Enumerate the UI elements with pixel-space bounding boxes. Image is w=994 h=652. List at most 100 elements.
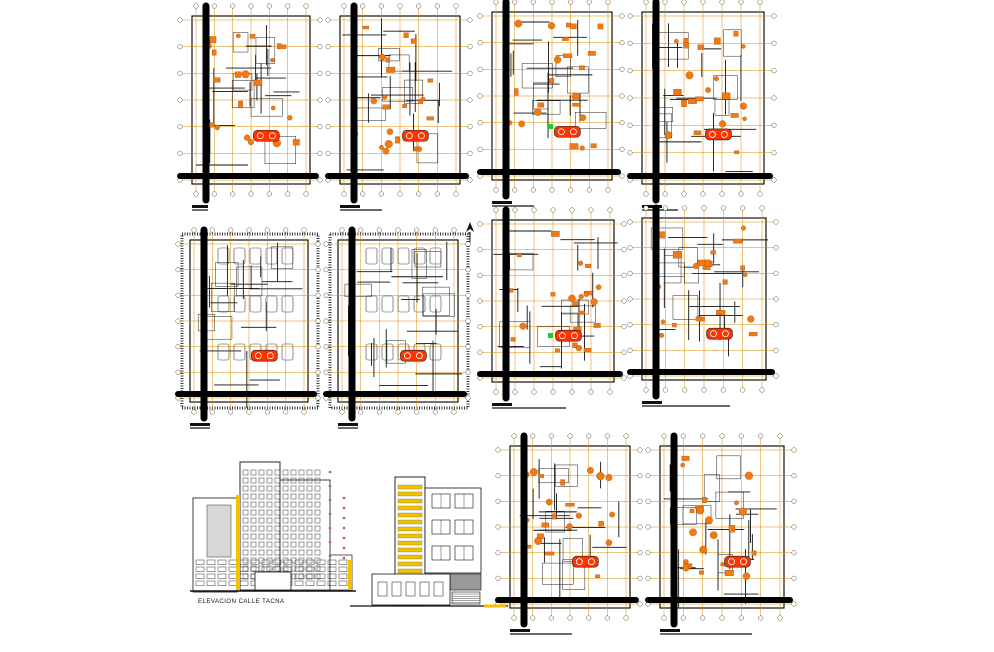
floor-plan-1 <box>177 2 323 211</box>
room-outline <box>669 507 697 525</box>
grid-bubble-icon <box>777 433 783 439</box>
furniture-symbol-icon <box>379 53 386 61</box>
furniture-symbol-icon <box>595 284 602 290</box>
grid-bubble-icon <box>303 3 309 9</box>
window <box>217 580 227 586</box>
room-outline <box>382 87 413 102</box>
furniture-symbol-icon <box>605 474 613 481</box>
grid-bubble-icon <box>451 227 457 233</box>
furniture-symbol-icon <box>249 34 256 39</box>
window <box>397 554 423 560</box>
window <box>195 566 205 572</box>
grid-bubble-icon <box>358 227 364 233</box>
window <box>290 501 297 508</box>
grid-bubble-icon <box>661 615 667 621</box>
room-outline <box>542 562 574 585</box>
grid-bubble-icon <box>719 433 725 439</box>
grid-bubble-icon <box>315 292 321 298</box>
grid-bubble-icon <box>627 296 633 302</box>
furniture-symbol-icon <box>672 322 677 328</box>
grid-bubble-icon <box>191 227 197 233</box>
grid-bubble-icon <box>621 375 627 381</box>
room-outline <box>533 82 548 110</box>
furniture-symbol-icon <box>238 100 243 109</box>
window <box>258 525 265 532</box>
grid-bubble-icon <box>550 207 556 213</box>
furniture-symbol-icon <box>740 265 745 271</box>
furniture-symbol-icon <box>742 572 751 580</box>
car-stall-icon <box>381 295 394 313</box>
grid-bubble-icon <box>619 120 625 126</box>
grid-bubble-icon <box>193 191 199 197</box>
grid-bubble-icon <box>264 409 270 415</box>
window <box>397 484 423 490</box>
level-marker <box>342 536 346 540</box>
stair-symbol-icon <box>266 352 274 360</box>
room-outline <box>411 249 427 279</box>
grid-bubble-icon <box>376 409 382 415</box>
furniture-symbol-icon <box>402 103 408 108</box>
car-stall-icon <box>397 295 410 313</box>
grid-bubble-icon <box>530 433 536 439</box>
furniture-symbol-icon <box>569 143 579 150</box>
grid-bubble-icon <box>791 601 797 607</box>
grid-bubble-icon <box>477 272 483 278</box>
furniture-symbol-icon <box>733 30 739 37</box>
furniture-symbol-icon <box>738 507 747 516</box>
furniture-symbol-icon <box>533 108 542 116</box>
room-outline <box>714 99 730 116</box>
room-outline <box>388 54 410 72</box>
furniture-symbol-icon <box>563 53 573 58</box>
window <box>290 565 297 572</box>
grid-bubble-icon <box>619 146 625 152</box>
grid-bubble-icon <box>621 247 627 253</box>
window <box>242 549 249 556</box>
stair-symbol-icon <box>256 132 264 140</box>
window <box>217 566 227 572</box>
grid-bubble-icon <box>637 498 643 504</box>
grid-bubble-icon <box>465 344 471 350</box>
grid-bubble-icon <box>621 272 627 278</box>
furniture-symbol-icon <box>664 131 673 139</box>
grid-bubble-icon <box>341 3 347 9</box>
stair-symbol-icon <box>709 131 716 138</box>
furniture-symbol-icon <box>688 98 697 104</box>
plan-caption-mark <box>642 205 662 208</box>
car-stall-icon <box>217 343 230 361</box>
grid-bubble-icon <box>451 409 457 415</box>
grid-bubble-icon <box>700 0 706 5</box>
window <box>290 533 297 540</box>
window <box>274 525 281 532</box>
furniture-symbol-icon <box>689 508 695 514</box>
furniture-symbol-icon <box>739 102 747 110</box>
grid-bubble-icon <box>645 524 651 530</box>
room-outline <box>236 266 263 297</box>
furniture-symbol-icon <box>287 115 293 121</box>
grid-bubble-icon <box>619 173 625 179</box>
car-stall-icon <box>265 295 278 313</box>
grid-bubble-icon <box>627 122 633 128</box>
window <box>298 493 305 500</box>
window <box>282 541 289 548</box>
window <box>338 566 348 572</box>
window <box>282 477 289 484</box>
furniture-symbol-icon <box>572 301 579 306</box>
car-stall-icon <box>413 295 426 313</box>
window <box>206 573 216 579</box>
grid-bubble-icon <box>700 191 706 197</box>
furniture-symbol-icon <box>379 145 384 150</box>
plan-caption-mark <box>492 201 512 204</box>
grid-bubble-icon <box>791 473 797 479</box>
window <box>258 469 265 476</box>
level-marker <box>328 484 332 488</box>
window <box>397 561 423 567</box>
furniture-symbol-icon <box>514 19 523 28</box>
window <box>298 525 305 532</box>
grid-bubble-icon <box>323 292 329 298</box>
window <box>261 559 271 565</box>
grid-bubble-icon <box>325 150 331 156</box>
grid-bubble-icon <box>740 205 746 211</box>
window <box>258 541 265 548</box>
window <box>274 557 281 564</box>
furniture-symbol-icon <box>704 259 711 267</box>
